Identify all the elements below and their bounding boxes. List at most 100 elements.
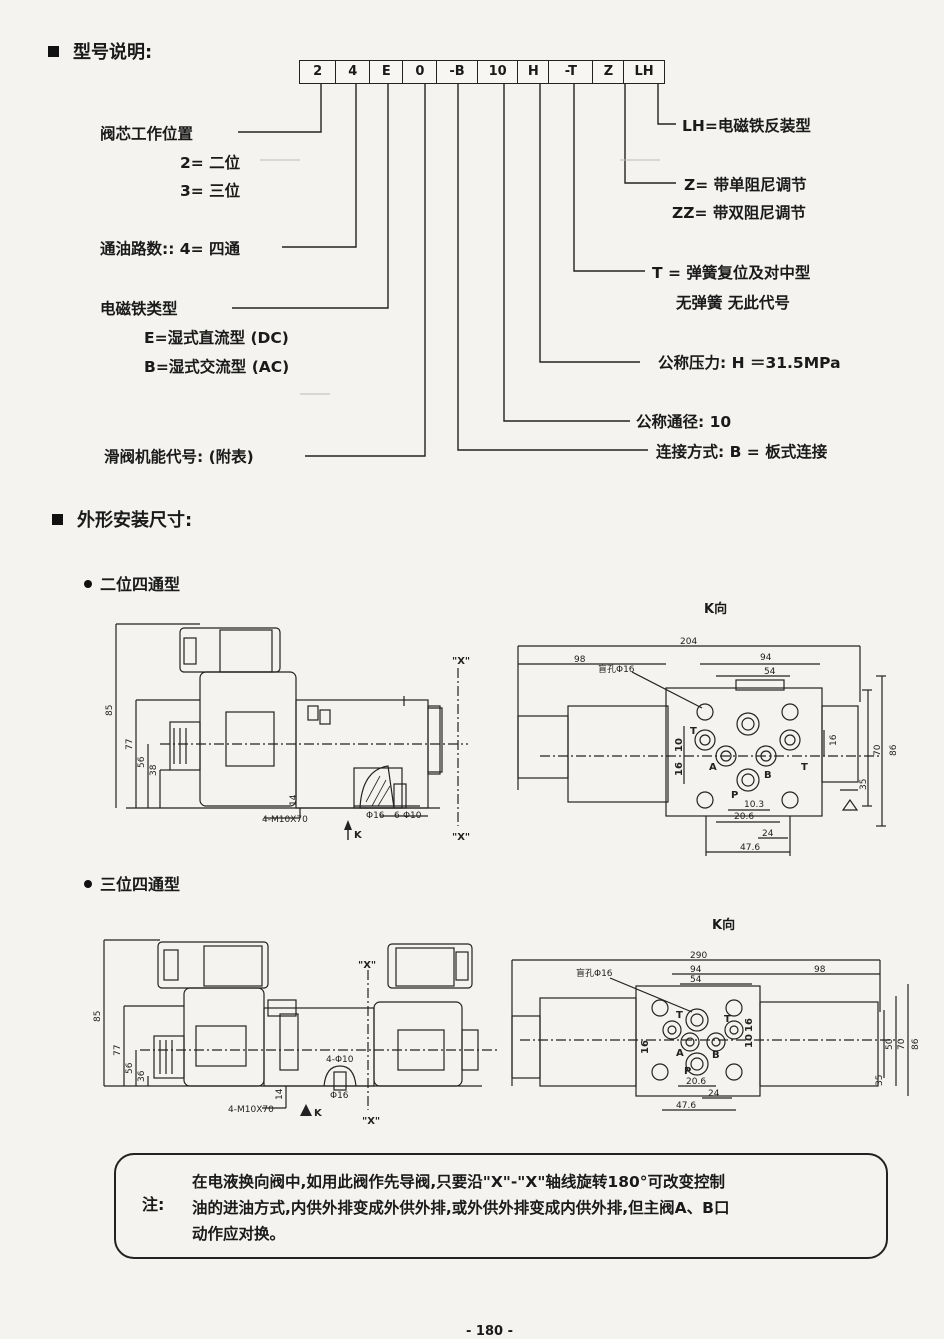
dim-85: 85 bbox=[105, 705, 115, 716]
k2-dim-86: 86 bbox=[911, 1038, 921, 1050]
label-t: T = 弹簧复位及对中型 bbox=[652, 264, 811, 282]
section-title-model: 型号说明: bbox=[48, 38, 152, 64]
x-mark-top: "X" bbox=[452, 656, 470, 667]
k2-holes: 4-Φ10 bbox=[326, 1055, 354, 1065]
holes-label: 6-Φ10 bbox=[394, 811, 422, 821]
k2-port-a: A bbox=[676, 1048, 684, 1059]
x-mark-bottom: "X" bbox=[452, 832, 470, 843]
note-line-1: 在电液换向阀中,如用此阀作先导阀,只要沿"X"-"X"轴线旋转180°可改变控制 bbox=[192, 1173, 726, 1191]
label-no-spring: 无弹簧 无此代号 bbox=[676, 294, 790, 312]
k2-phi16: Φ16 bbox=[330, 1091, 349, 1101]
dim-56: 56 bbox=[137, 756, 147, 768]
k1-port-b: B bbox=[764, 770, 772, 781]
section-title-dimensions: 外形安装尺寸: bbox=[52, 506, 192, 532]
bolt-label: 4-M10X70 bbox=[262, 815, 308, 825]
k2-dim-20-6: 20.6 bbox=[686, 1077, 706, 1087]
model-code-cell: -B bbox=[436, 60, 479, 84]
drawing2-title: 三位四通型 bbox=[84, 871, 180, 895]
k-arrow-icon bbox=[344, 820, 352, 830]
note-label: 注: bbox=[142, 1195, 165, 1214]
k2-dim-35: 35 bbox=[875, 1075, 885, 1086]
k2-dim-290: 290 bbox=[690, 951, 707, 961]
label-pressure: 公称压力: H ＝31.5MPa bbox=[658, 354, 841, 372]
k1-port-a: A bbox=[709, 762, 717, 773]
k2-side-dim-36: 36 bbox=[137, 1070, 147, 1082]
k2-dim-16a: 16 bbox=[640, 1040, 651, 1054]
k1-dim-20-6: 20.6 bbox=[734, 812, 754, 822]
k2-x-top: "X" bbox=[358, 960, 376, 971]
label-lh: LH=电磁铁反装型 bbox=[682, 117, 811, 135]
k-arrow-icon bbox=[300, 1104, 312, 1116]
dim-38: 38 bbox=[149, 764, 159, 776]
model-code-cell: 0 bbox=[402, 60, 438, 84]
k2-side-dim-77: 77 bbox=[113, 1045, 123, 1056]
note-line-2: 油的进油方式,内供外排变成外供外排,或外供外排变成内供外排,但主阀A、B口 bbox=[192, 1199, 730, 1217]
k2-port-t-right: T bbox=[724, 1014, 731, 1025]
label-spool-function: 滑阀机能代号: (附表) bbox=[104, 448, 254, 466]
k1-port-t-left: T bbox=[690, 726, 697, 737]
k2-dim-98: 98 bbox=[814, 965, 826, 975]
k2-bolt-label: 4-M10X70 bbox=[228, 1105, 274, 1115]
label-ac: B=湿式交流型 (AC) bbox=[144, 358, 290, 376]
k-label: K bbox=[354, 830, 363, 841]
k1-blind-hole: 盲孔Φ16 bbox=[598, 663, 635, 675]
k1-dim-35: 35 bbox=[859, 779, 869, 790]
dot-bullet-icon bbox=[84, 880, 92, 888]
label-size: 公称通径: 10 bbox=[636, 413, 732, 431]
k1-dim-70: 70 bbox=[873, 744, 883, 756]
k2-side-dim-85: 85 bbox=[93, 1011, 103, 1022]
k2-side-dim-56: 56 bbox=[125, 1062, 135, 1074]
note-line-3: 动作应对换。 bbox=[192, 1225, 286, 1243]
model-code-cell: E bbox=[368, 60, 404, 84]
drawing2-k-view-label: K向 bbox=[712, 918, 736, 933]
k2-dim-70: 70 bbox=[897, 1038, 907, 1050]
k1-dim-47-6: 47.6 bbox=[740, 843, 760, 853]
dim-77: 77 bbox=[125, 739, 135, 750]
k2-dim-16b: 16 bbox=[744, 1018, 755, 1032]
k2-dim-54: 54 bbox=[690, 975, 702, 985]
k2-x-bottom: "X" bbox=[362, 1116, 380, 1127]
dim-14: 14 bbox=[289, 794, 299, 806]
k1-dim-94: 94 bbox=[760, 653, 772, 663]
label-zz: ZZ= 带双阻尼调节 bbox=[672, 204, 806, 222]
k1-dim-54: 54 bbox=[764, 667, 776, 677]
label-three-position: 3= 三位 bbox=[180, 182, 241, 200]
label-spool-position: 阀芯工作位置 bbox=[100, 125, 194, 143]
label-ports: 通油路数:: 4= 四通 bbox=[100, 240, 240, 258]
dot-bullet-icon bbox=[84, 580, 92, 588]
drawing1-title: 二位四通型 bbox=[84, 571, 180, 595]
model-code-cell: LH bbox=[623, 60, 666, 84]
k2-dim-94: 94 bbox=[690, 965, 702, 975]
label-solenoid-type: 电磁铁类型 bbox=[100, 300, 178, 318]
label-connection: 连接方式: B = 板式连接 bbox=[656, 443, 828, 461]
model-leader-lines bbox=[232, 84, 676, 457]
k2-dim-47-6: 47.6 bbox=[676, 1101, 696, 1111]
k1-dim-10: 10 bbox=[674, 738, 685, 752]
k1-dim-204: 204 bbox=[680, 637, 697, 647]
label-z: Z= 带单阻尼调节 bbox=[684, 176, 807, 194]
k1-port-t-right: T bbox=[801, 762, 808, 773]
k2-blind-hole: 盲孔Φ16 bbox=[576, 967, 613, 979]
k1-dim-98: 98 bbox=[574, 655, 586, 665]
k1-dim-16b: 16 bbox=[674, 762, 685, 776]
k2-k-label: K bbox=[314, 1108, 323, 1119]
note-box: 注: 在电液换向阀中,如用此阀作先导阀,只要沿"X"-"X"轴线旋转180°可改… bbox=[114, 1153, 888, 1259]
drawing1-k-view-label: K向 bbox=[704, 602, 728, 617]
k2-port-p: P bbox=[684, 1066, 691, 1077]
k2-dim-50: 50 bbox=[885, 1038, 895, 1050]
label-two-position: 2= 二位 bbox=[180, 154, 241, 172]
k2-port-b: B bbox=[712, 1050, 720, 1061]
k2-dim-24: 24 bbox=[708, 1089, 720, 1099]
phi16-label: Φ16 bbox=[366, 811, 385, 821]
k1-port-p: P bbox=[731, 790, 738, 801]
page-number: - 180 - bbox=[466, 1324, 513, 1339]
k2-dim-10: 10 bbox=[744, 1034, 755, 1048]
k1-dim-16a: 16 bbox=[829, 734, 839, 746]
k1-dim-10-3: 10.3 bbox=[744, 800, 764, 810]
model-code-cell: H bbox=[517, 60, 550, 84]
k1-dim-24: 24 bbox=[762, 829, 774, 839]
label-dc: E=湿式直流型 (DC) bbox=[144, 329, 289, 347]
note-text: 在电液换向阀中,如用此阀作先导阀,只要沿"X"-"X"轴线旋转180°可改变控制… bbox=[192, 1169, 729, 1247]
k2-side-dim-14: 14 bbox=[275, 1088, 285, 1100]
